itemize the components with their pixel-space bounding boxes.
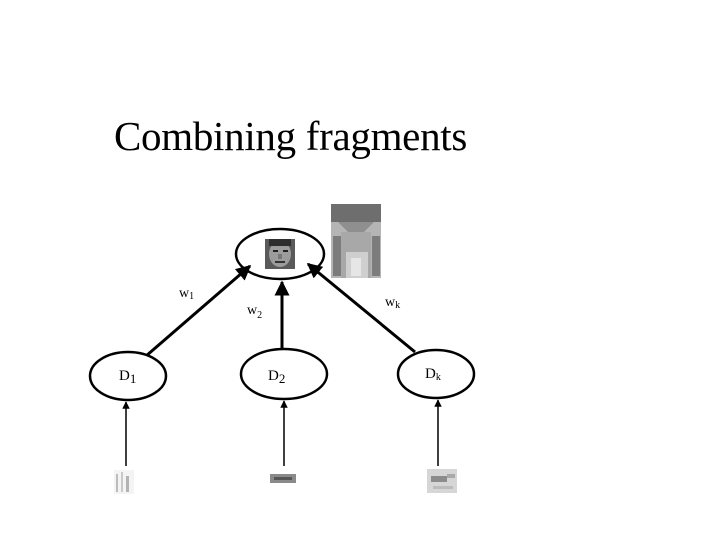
fragment-patch-1 [114,470,134,494]
weight-label-k: wk [385,295,400,311]
edge-d1-to-top [146,266,250,356]
fragment-patch-2 [270,474,296,483]
face-fragment-closeup [331,204,381,278]
fragment-patch-k [427,469,457,493]
face-icon [265,239,295,269]
weight-label-2: w2 [247,303,262,321]
detector-label-2: D2 [268,368,285,386]
weight-label-1: w1 [179,286,194,302]
detector-label-1: D1 [119,368,136,386]
